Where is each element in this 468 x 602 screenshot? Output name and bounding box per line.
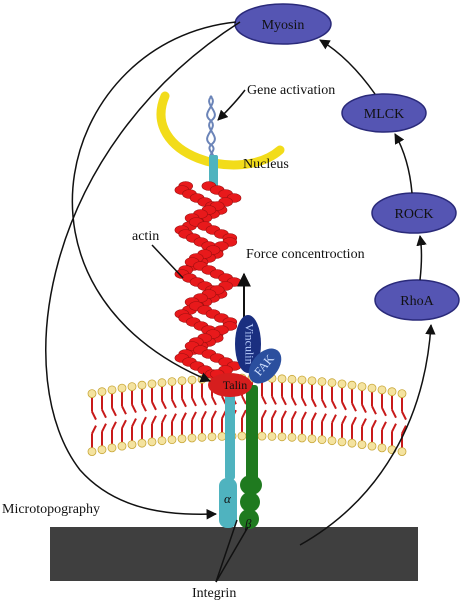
node-myosin: Myosin xyxy=(234,3,332,45)
integrin-beta-stem xyxy=(246,385,258,480)
node-rhoa: RhoA xyxy=(374,279,460,321)
node-mlck: MLCK xyxy=(341,93,427,133)
substrate xyxy=(50,527,418,581)
microtopography-label: Microtopography xyxy=(2,502,100,517)
svg-text:Myosin: Myosin xyxy=(262,18,305,33)
dna-helix xyxy=(206,95,216,161)
nucleus-label: Nucleus xyxy=(243,157,289,172)
arrow-substrate-to-rhoa xyxy=(299,323,436,546)
svg-text:Vinculin: Vinculin xyxy=(242,323,256,364)
arrow-rhoa-to-rock xyxy=(416,234,427,281)
node-rock: ROCK xyxy=(371,192,457,234)
svg-text:RhoA: RhoA xyxy=(400,294,434,309)
actin-filament xyxy=(174,181,242,379)
integrin-alpha-stem xyxy=(225,385,235,480)
arrow-mlck-to-myosin xyxy=(319,39,376,95)
arrow-gene-activation xyxy=(217,89,246,121)
svg-text:Talin: Talin xyxy=(223,378,248,392)
gene-activation-label: Gene activation xyxy=(247,83,335,98)
integrin-pointer-1 xyxy=(215,519,238,583)
nucleus xyxy=(156,91,285,170)
integrin: α β xyxy=(219,385,262,531)
arrow-myosin-to-talin xyxy=(71,21,237,383)
integrin-alpha-label: α xyxy=(224,491,232,506)
pathway-arrows xyxy=(45,21,436,583)
integrin-pointer-2 xyxy=(215,526,249,583)
actin-label: actin xyxy=(132,229,159,244)
integrin-beta-foot xyxy=(239,475,262,529)
force-label: Force concentroction xyxy=(246,247,365,262)
actin-pointer xyxy=(151,244,184,279)
svg-text:ROCK: ROCK xyxy=(395,207,434,222)
arrow-microtopography-to-integrin xyxy=(45,21,241,520)
nucleus-connector xyxy=(209,155,218,187)
integrin-label: Integrin xyxy=(192,586,236,601)
integrin-alpha-foot xyxy=(219,478,237,528)
arrow-rock-to-mlck xyxy=(394,133,413,194)
talin: Talin xyxy=(208,373,252,397)
integrin-beta-label: β xyxy=(244,516,252,531)
svg-text:MLCK: MLCK xyxy=(364,107,404,122)
